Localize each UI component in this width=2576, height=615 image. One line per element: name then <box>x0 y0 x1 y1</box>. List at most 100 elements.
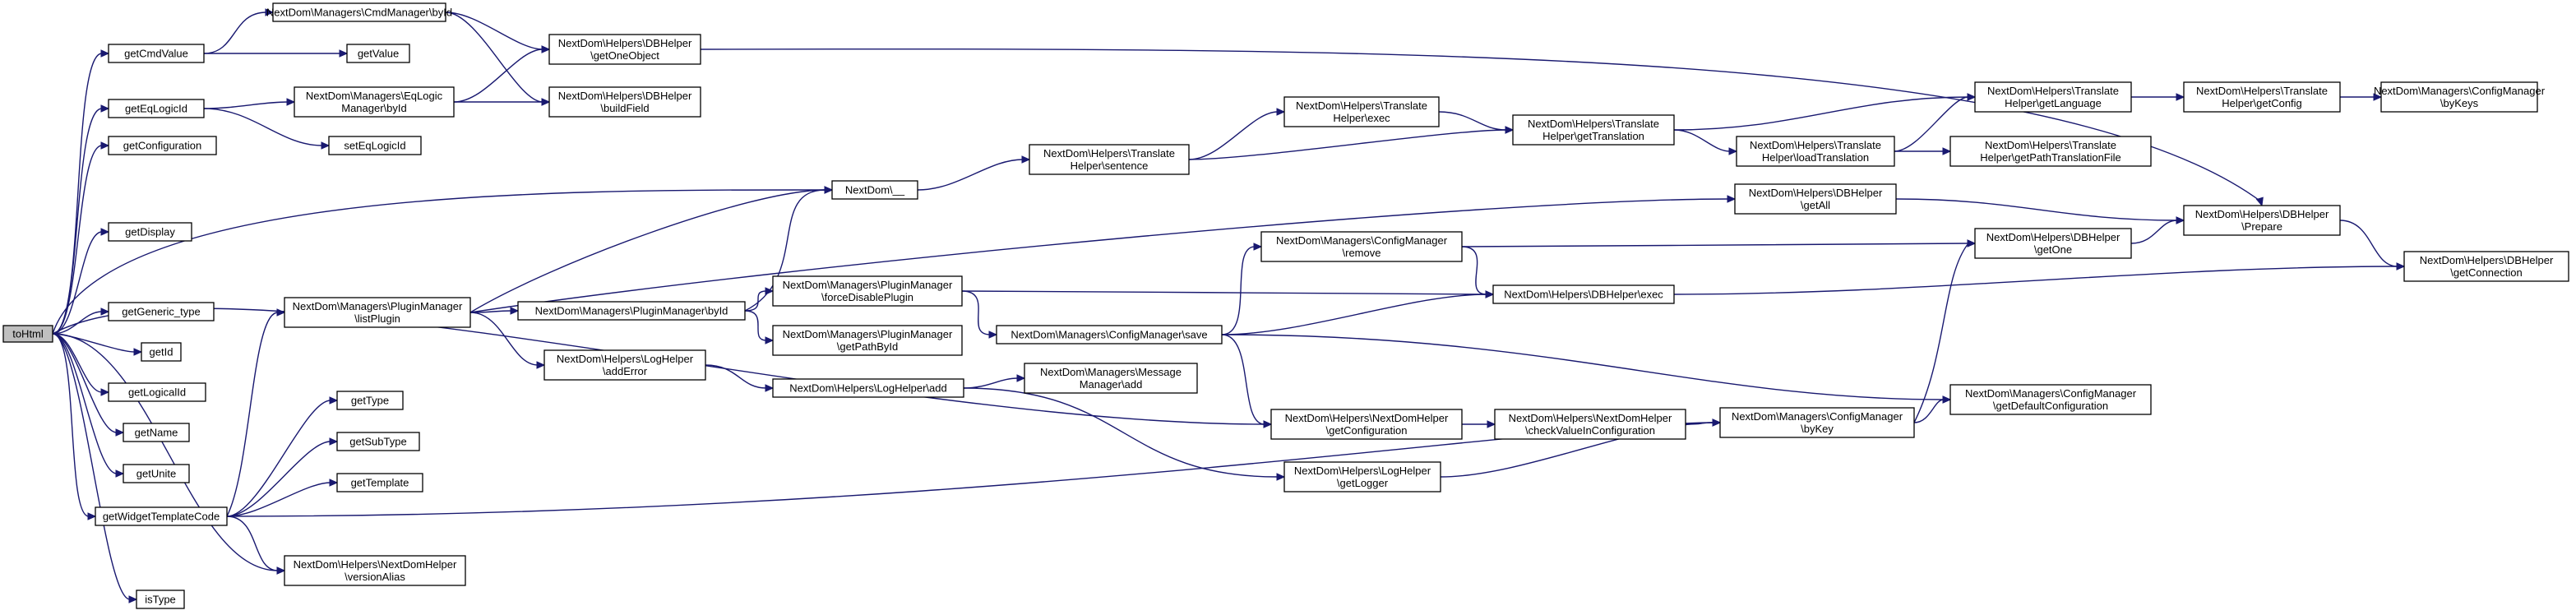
node-config-manager-by-key[interactable]: NextDom\Managers\ConfigManager\byKey <box>1719 407 1915 438</box>
node-box[interactable] <box>346 44 410 63</box>
node-box[interactable] <box>328 136 422 155</box>
node-get-display[interactable]: getDisplay <box>108 222 192 242</box>
node-log-helper-add-error[interactable]: NextDom\Helpers\LogHelper\addError <box>543 349 706 381</box>
node-box[interactable] <box>1974 228 2132 259</box>
node-box[interactable] <box>141 342 182 362</box>
node-get-value[interactable]: getValue <box>346 44 410 63</box>
node-next-dom-underscore[interactable]: NextDom\__ <box>831 180 918 200</box>
node-box[interactable] <box>108 136 217 155</box>
node-box[interactable] <box>1734 183 1897 215</box>
node-box[interactable] <box>1283 461 1441 492</box>
node-box[interactable] <box>108 99 205 118</box>
node-box[interactable] <box>2 325 53 343</box>
node-dbhelper-build-field[interactable]: NextDom\Helpers\DBHelper\buildField <box>548 86 701 118</box>
node-get-default-configuration[interactable]: NextDom\Managers\ConfigManager\getDefaul… <box>1949 384 2152 415</box>
node-dbhelper-get-connection[interactable]: NextDom\Helpers\DBHelper\getConnection <box>2403 251 2569 282</box>
node-box[interactable] <box>1949 384 2152 415</box>
node-box[interactable] <box>1283 96 1440 127</box>
node-box[interactable] <box>772 275 963 307</box>
node-box[interactable] <box>772 325 963 356</box>
node-box[interactable] <box>2183 205 2341 236</box>
node-set-eq-logic-id[interactable]: setEqLogicId <box>328 136 422 155</box>
node-box[interactable] <box>548 34 701 65</box>
node-check-value-in-configuration[interactable]: NextDom\Helpers\NextDomHelper\checkValue… <box>1494 409 1686 440</box>
node-box[interactable] <box>108 222 192 242</box>
node-box[interactable] <box>1736 136 1895 167</box>
node-box[interactable] <box>1260 231 1463 262</box>
node-box[interactable] <box>2380 81 2538 113</box>
node-translate-get-language[interactable]: NextDom\Helpers\TranslateHelper\getLangu… <box>1974 81 2132 113</box>
node-box[interactable] <box>95 506 228 526</box>
node-box[interactable] <box>2183 81 2341 113</box>
node-config-manager-remove[interactable]: NextDom\Managers\ConfigManager\remove <box>1260 231 1463 262</box>
node-get-template[interactable]: getTemplate <box>336 473 423 492</box>
node-plugin-manager-by-id[interactable]: NextDom\Managers\PluginManager\byId <box>517 301 746 321</box>
node-config-manager-save[interactable]: NextDom\Managers\ConfigManager\save <box>996 325 1223 344</box>
node-box[interactable] <box>272 2 446 22</box>
node-box[interactable] <box>1492 284 1675 304</box>
node-cmd-manager-by-id[interactable]: NextDom\Managers\CmdManager\byId <box>266 2 452 22</box>
node-box[interactable] <box>996 325 1223 344</box>
node-get-generic-type[interactable]: getGeneric_type <box>108 302 215 321</box>
node-translate-load-translation[interactable]: NextDom\Helpers\TranslateHelper\loadTran… <box>1736 136 1895 167</box>
node-get-id[interactable]: getId <box>141 342 182 362</box>
node-box[interactable] <box>336 432 420 451</box>
node-log-helper-add[interactable]: NextDom\Helpers\LogHelper\add <box>772 378 964 398</box>
node-get-logical-id[interactable]: getLogicalId <box>108 382 206 402</box>
node-force-disable-plugin[interactable]: NextDom\Managers\PluginManager\forceDisa… <box>772 275 963 307</box>
node-dbhelper-exec[interactable]: NextDom\Helpers\DBHelper\exec <box>1492 284 1675 304</box>
node-box[interactable] <box>336 473 423 492</box>
node-box[interactable] <box>831 180 918 200</box>
node-box[interactable] <box>548 86 701 118</box>
node-box[interactable] <box>1949 136 2152 167</box>
node-box[interactable] <box>1512 114 1675 146</box>
node-get-sub-type[interactable]: getSubType <box>336 432 420 451</box>
node-dbhelper-get-all[interactable]: NextDom\Helpers\DBHelper\getAll <box>1734 183 1897 215</box>
node-box[interactable] <box>1974 81 2132 113</box>
node-box[interactable] <box>108 44 205 63</box>
node-next-dom-helper-get-configuration[interactable]: NextDom\Helpers\NextDomHelper\getConfigu… <box>1270 409 1463 440</box>
node-box[interactable] <box>108 382 206 402</box>
node-is-type[interactable]: isType <box>136 590 185 609</box>
node-get-cmd-value[interactable]: getCmdValue <box>108 44 205 63</box>
node-plugin-manager-list-plugin[interactable]: NextDom\Managers\PluginManager\listPlugi… <box>284 297 471 328</box>
node-version-alias[interactable]: NextDom\Helpers\NextDomHelper\versionAli… <box>284 555 466 586</box>
node-box[interactable] <box>336 391 404 410</box>
node-dbhelper-get-one-object[interactable]: NextDom\Helpers\DBHelper\getOneObject <box>548 34 701 65</box>
node-box[interactable] <box>543 349 706 381</box>
node-get-widget-template-code[interactable]: getWidgetTemplateCode <box>95 506 228 526</box>
node-box[interactable] <box>294 86 455 118</box>
node-translate-get-config[interactable]: NextDom\Helpers\TranslateHelper\getConfi… <box>2183 81 2341 113</box>
node-box[interactable] <box>517 301 746 321</box>
node-dbhelper-get-one[interactable]: NextDom\Helpers\DBHelper\getOne <box>1974 228 2132 259</box>
node-to-html[interactable]: toHtml <box>2 325 53 343</box>
node-box[interactable] <box>284 555 466 586</box>
node-box[interactable] <box>1270 409 1463 440</box>
node-get-path-by-id[interactable]: NextDom\Managers\PluginManager\getPathBy… <box>772 325 963 356</box>
node-config-manager-by-keys[interactable]: NextDom\Managers\ConfigManager\byKeys <box>2374 81 2546 113</box>
node-get-configuration[interactable]: getConfiguration <box>108 136 217 155</box>
node-get-type[interactable]: getType <box>336 391 404 410</box>
node-box[interactable] <box>772 378 964 398</box>
node-translate-get-path-translation-file[interactable]: NextDom\Helpers\TranslateHelper\getPathT… <box>1949 136 2152 167</box>
node-box[interactable] <box>2403 251 2569 282</box>
node-get-name[interactable]: getName <box>123 423 190 442</box>
node-box[interactable] <box>136 590 185 609</box>
node-box[interactable] <box>1029 144 1190 175</box>
node-get-eq-logic-id[interactable]: getEqLogicId <box>108 99 205 118</box>
node-log-helper-get-logger[interactable]: NextDom\Helpers\LogHelper\getLogger <box>1283 461 1441 492</box>
node-box[interactable] <box>108 302 215 321</box>
node-box[interactable] <box>284 297 471 328</box>
node-box[interactable] <box>1494 409 1686 440</box>
node-get-unite[interactable]: getUnite <box>123 464 190 483</box>
node-translate-get-translation[interactable]: NextDom\Helpers\TranslateHelper\getTrans… <box>1512 114 1675 146</box>
node-dbhelper-prepare[interactable]: NextDom\Helpers\DBHelper\Prepare <box>2183 205 2341 236</box>
node-box[interactable] <box>123 464 190 483</box>
node-box[interactable] <box>1024 363 1198 394</box>
node-box[interactable] <box>123 423 190 442</box>
node-box[interactable] <box>1719 407 1915 438</box>
